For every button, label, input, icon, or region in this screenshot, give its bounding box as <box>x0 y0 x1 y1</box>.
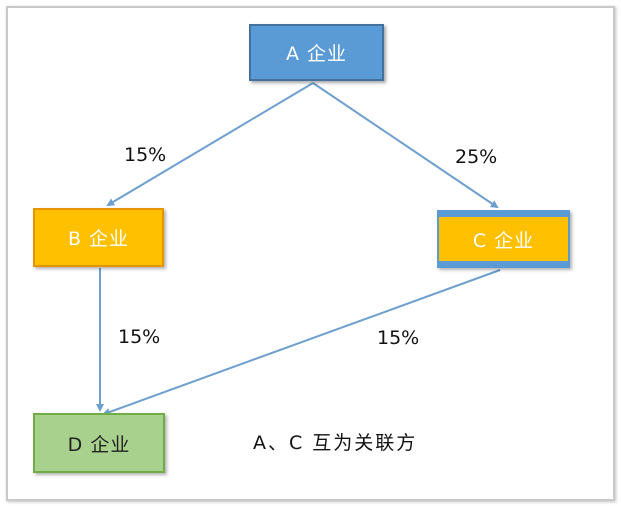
node-c-label: C 企业 <box>472 229 535 252</box>
edge-a-to-b <box>106 82 314 207</box>
node-b-enterprise: B 企业 <box>33 208 164 267</box>
node-d-enterprise: D 企业 <box>33 413 165 473</box>
edge-c-to-d <box>102 269 501 416</box>
edge-a-to-c-label: 25% <box>455 146 498 168</box>
node-a-enterprise: A 企业 <box>249 24 384 81</box>
edge-c-to-d-label: 15% <box>377 327 420 349</box>
edge-a-to-c <box>312 82 499 209</box>
node-d-label: D 企业 <box>67 433 131 456</box>
node-a-label: A 企业 <box>285 43 348 65</box>
node-c-enterprise: C 企业 <box>437 210 570 268</box>
edge-b-to-d-label: 15% <box>118 326 161 348</box>
edge-a-to-b-label: 15% <box>124 144 167 166</box>
related-party-note: A、C 互为关联方 <box>253 432 418 454</box>
node-b-label: B 企业 <box>67 228 130 250</box>
